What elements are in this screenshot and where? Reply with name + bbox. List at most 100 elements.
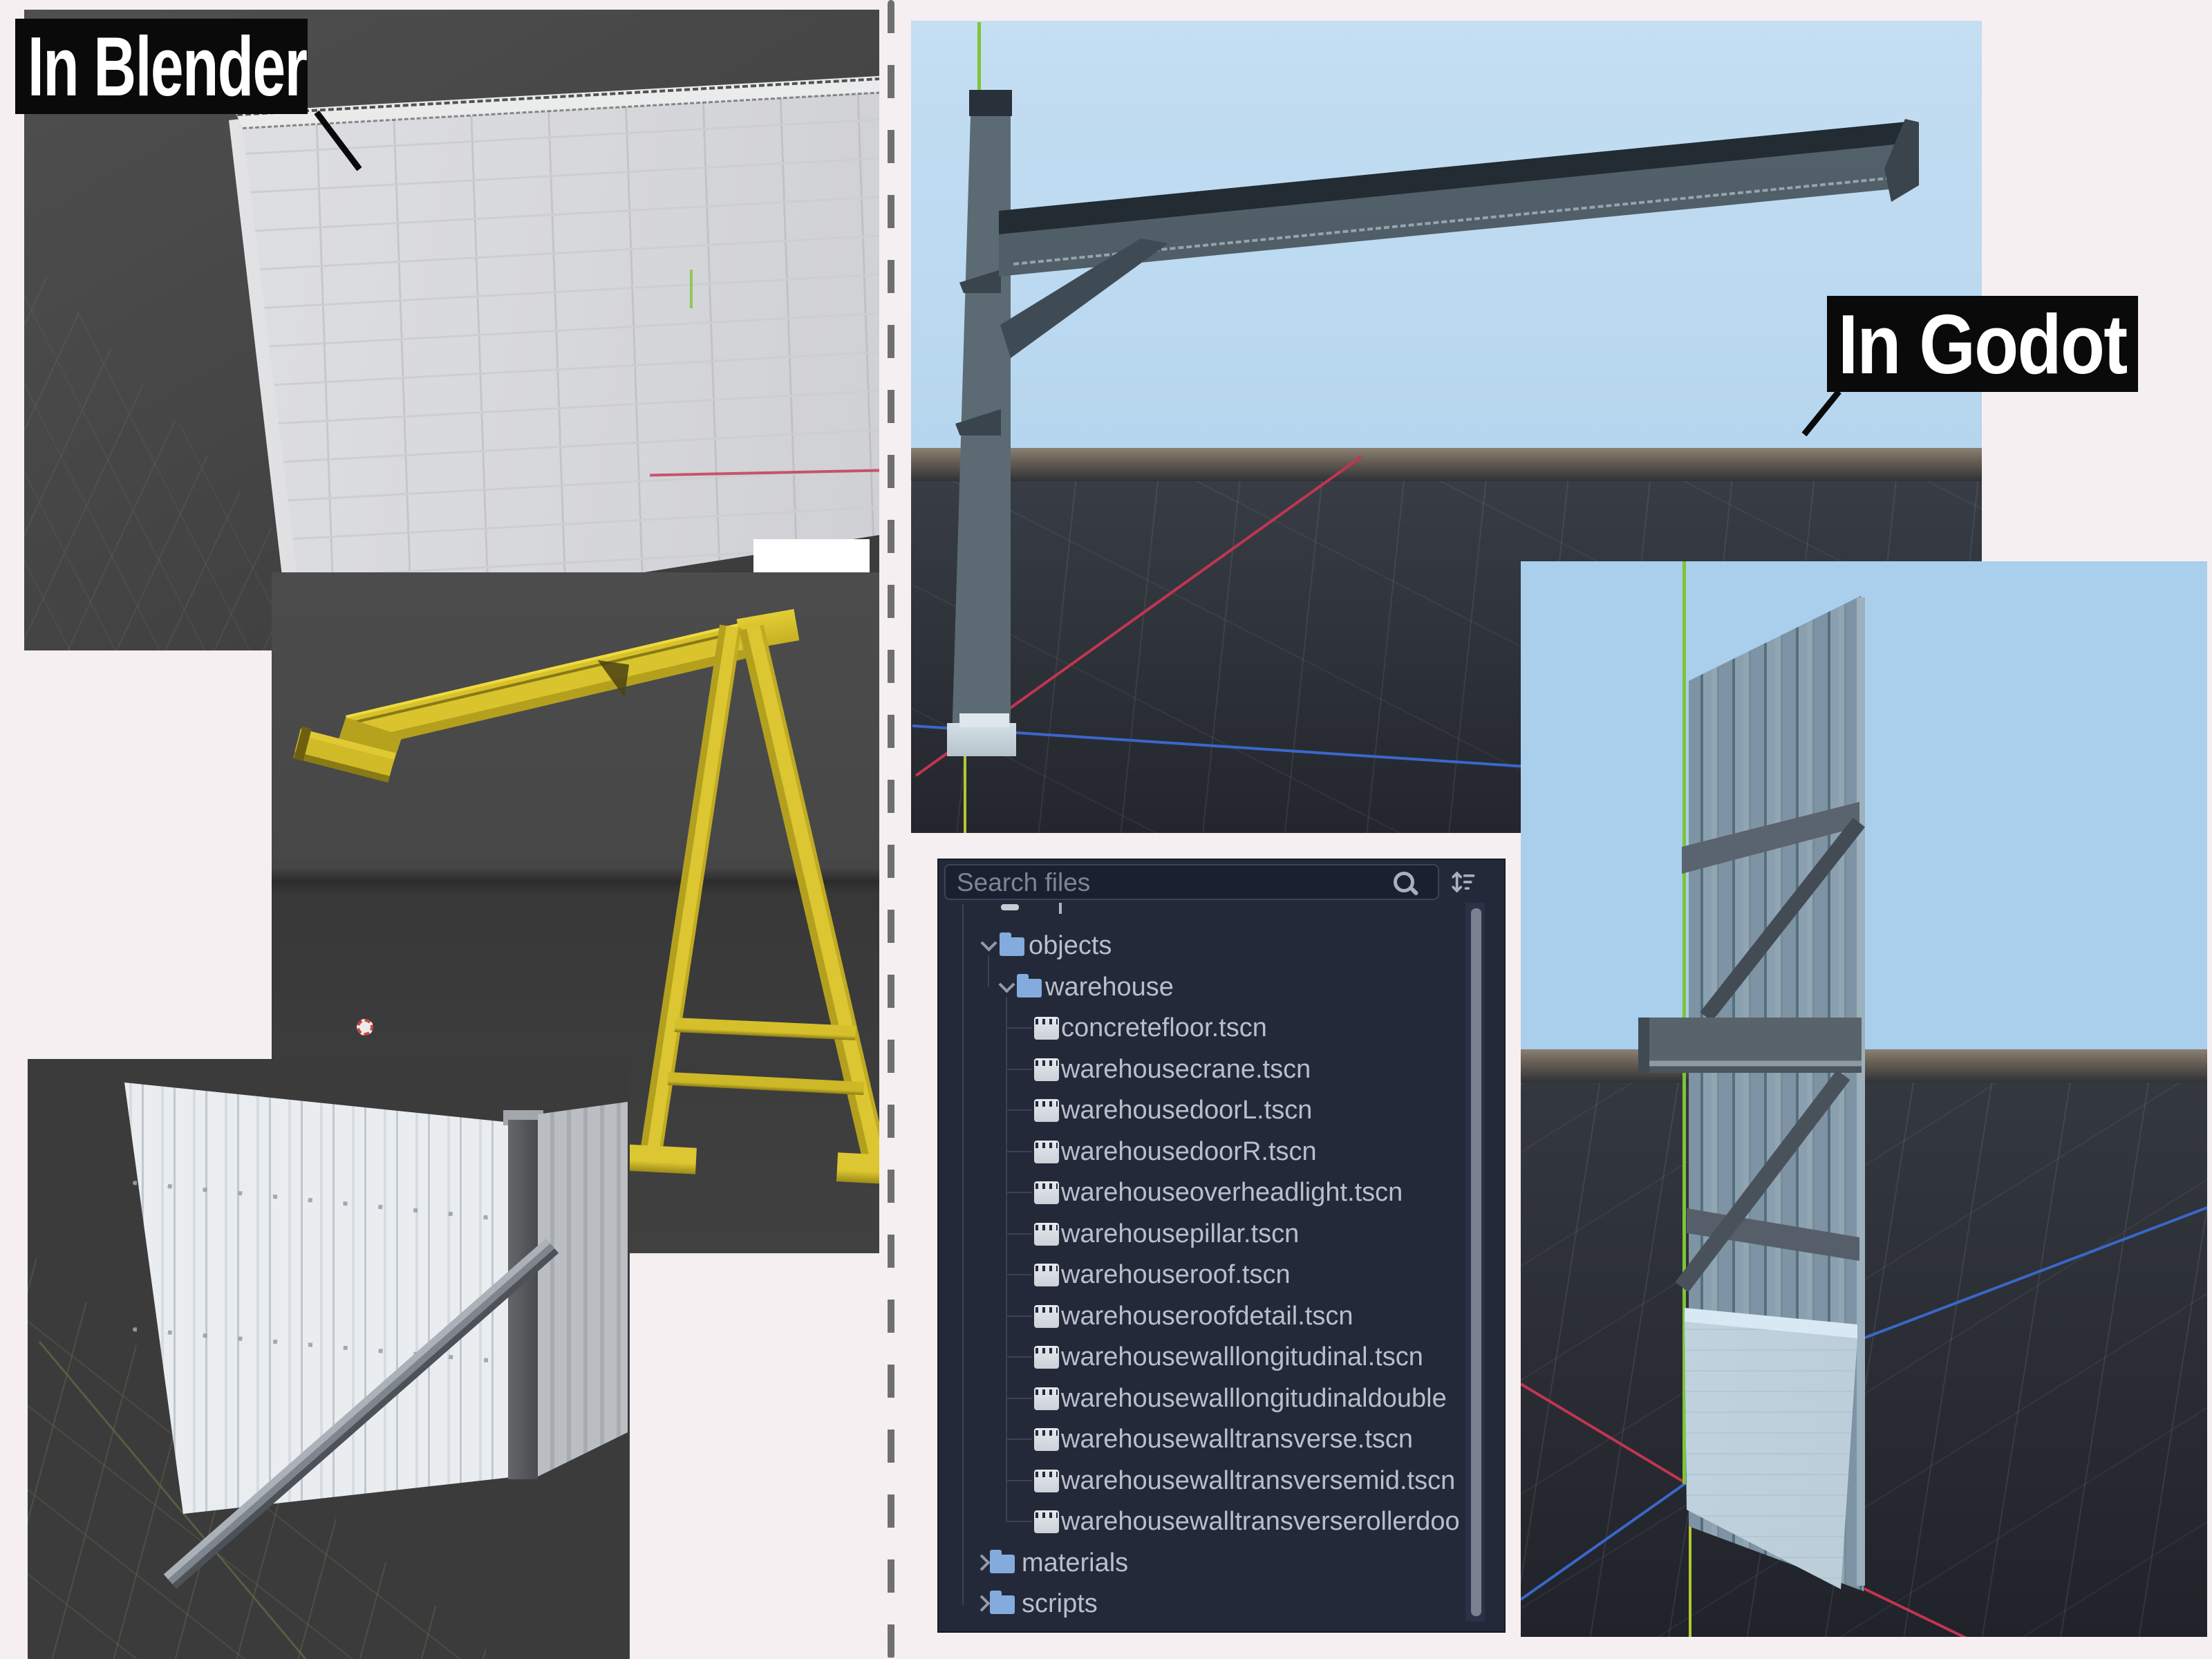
sort-files-icon [1452,871,1475,893]
tree-item-label: warehouseroofdetail.tscn [1061,1301,1353,1331]
tree-item-concretefloor-tscn[interactable]: concretefloor.tscn [937,1007,1468,1049]
tree-guide-stub [1006,1274,1032,1275]
tree-item-warehousedoorR-tscn[interactable]: warehousedoorR.tscn [937,1131,1468,1172]
tree-item-warehousewalltransversemid-tscn[interactable]: warehousewalltransversemid.tscn [937,1460,1468,1501]
scene-icon [1034,1264,1059,1286]
tree-item-label: warehousewalllongitudinal.tscn [1061,1342,1423,1371]
wall-right-edge-cap [1857,597,1865,1586]
tree-scrollbar-thumb[interactable] [1471,908,1481,1616]
tree-item-warehouseroofdetail-tscn[interactable]: warehouseroofdetail.tscn [937,1295,1468,1337]
filesystem-search-bar [944,864,1439,900]
blender-brick-wall-viewport [24,10,879,650]
folder-icon [1000,932,1024,956]
tree-guide-stub [1006,1232,1032,1235]
tree-item-label: warehousewalltransversemid.tscn [1061,1465,1456,1495]
tree-item-warehousepillar-tscn[interactable]: warehousepillar.tscn [937,1213,1468,1255]
tree-item-label: warehousedoorL.tscn [1061,1096,1313,1125]
tree-guide-stub [1006,1438,1032,1440]
search-icon [1394,872,1414,892]
folder-icon [990,1591,1015,1614]
tree-item-label: objects [1029,931,1112,960]
blender-3d-cursor [357,1019,373,1035]
tree-guide-line [1006,997,1007,1522]
chevron-right-icon[interactable] [973,1553,991,1571]
tree-item-label: warehousecrane.tscn [1061,1054,1311,1084]
wall-cantilever-beam [1638,1018,1862,1073]
file-tree: objects warehouse concretefloor.tscn wareho… [937,901,1468,1626]
tree-item-label: warehouseroof.tscn [1061,1260,1291,1289]
folder-icon [1017,973,1042,997]
scene-icon [1034,1099,1059,1122]
scene-icon [1034,1304,1059,1328]
crane-foot-left [622,1144,697,1174]
tree-item-label: concretefloor.tscn [1061,1013,1267,1042]
y-axis-line-bottom [1689,1493,1691,1637]
tree-guide-stub [1006,1068,1032,1070]
y-axis-line-bottom [964,752,966,833]
tree-item-objects[interactable]: objects [937,925,1468,966]
godot-label: In Godot [1827,296,2138,392]
tree-guide-stub [1006,1397,1032,1399]
divider-dashed-line [888,0,894,1659]
tree-item-warehousewalllongitudinaldouble[interactable]: warehousewalllongitudinaldouble [937,1378,1468,1419]
tree-item-warehousewalltransverserollerdoo[interactable]: warehousewalltransverserollerdoo [937,1501,1468,1542]
chevron-down-icon[interactable] [980,935,997,952]
tree-item-label: warehousewalltransverserollerdoo [1061,1507,1460,1536]
tree-item-warehouseroof-tscn[interactable]: warehouseroof.tscn [937,1254,1468,1295]
crane-floor-shadow [272,866,879,894]
tree-item-label: warehouse [1045,972,1174,1002]
scene-icon [1034,1428,1059,1451]
crane-foot-right [836,1152,879,1185]
tree-item-materials[interactable]: materials [937,1542,1468,1584]
scene-icon [1034,1222,1059,1246]
tree-guide-stub [1006,1109,1032,1111]
tree-item-warehousewalltransverse-tscn[interactable]: warehousewalltransverse.tscn [937,1418,1468,1460]
tree-guide-line [988,955,989,987]
scene-icon [1034,1387,1059,1410]
scene-icon [1034,1140,1059,1163]
tree-item-label: warehouseoverheadlight.tscn [1061,1178,1403,1207]
tree-guide-stub [1006,1479,1032,1481]
scene-icon [1034,1058,1059,1081]
scene-icon [1034,1017,1059,1040]
godot-wall-viewport [1521,561,2207,1637]
scene-icon [1034,1469,1059,1492]
pillar-top-cap [969,90,1012,116]
tree-guide-stub [1006,1192,1032,1193]
brick-wall-model [242,87,879,626]
tree-item-label: warehousewalllongitudinaldouble [1061,1383,1447,1413]
tree-item-warehousecrane-tscn[interactable]: warehousecrane.tscn [937,1049,1468,1090]
tree-item-scripts[interactable]: scripts [937,1583,1468,1624]
scene-icon [1034,1181,1059,1204]
door-post [508,1120,538,1479]
folder-icon [990,1549,1015,1573]
tree-item-label: scripts [1022,1589,1098,1618]
y-axis-line-top [977,22,981,95]
crane-girder [346,619,766,751]
tree-item-warehousedoorL-tscn[interactable]: warehousedoorL.tscn [937,1089,1468,1131]
blender-label: In Blender [15,19,308,114]
tree-item-label: warehousewalltransverse.tscn [1061,1425,1414,1454]
tree-item-warehousewalllongitudinal-tscn[interactable]: warehousewalllongitudinal.tscn [937,1336,1468,1378]
tree-item-warehouseoverheadlight-tscn[interactable]: warehouseoverheadlight.tscn [937,1172,1468,1213]
horizon [911,448,1982,484]
chevron-down-icon[interactable] [998,975,1015,993]
pillar-base-plate [947,723,1016,756]
pillar-base-step [959,713,1009,727]
tree-item-label: warehousedoorR.tscn [1061,1136,1317,1166]
chevron-right-icon[interactable] [973,1595,991,1612]
tree-guide-stub [1006,1150,1032,1152]
sort-files-button[interactable] [1446,865,1478,899]
scene-icon [1034,1346,1059,1369]
collage-gap [753,539,870,574]
tree-item-label: materials [1022,1548,1129,1577]
tree-guide-stub [1006,1315,1032,1317]
door-side-panel [538,1102,628,1477]
blender-label-text: In Blender [28,19,308,113]
filesystem-panel: objects warehouse concretefloor.tscn wareho… [937,859,1506,1633]
tree-guide-stub [1006,1027,1032,1029]
tree-guide-stub [1006,1356,1032,1358]
tree-item-warehouse[interactable]: warehouse [937,966,1468,1008]
search-input[interactable] [955,865,1387,900]
